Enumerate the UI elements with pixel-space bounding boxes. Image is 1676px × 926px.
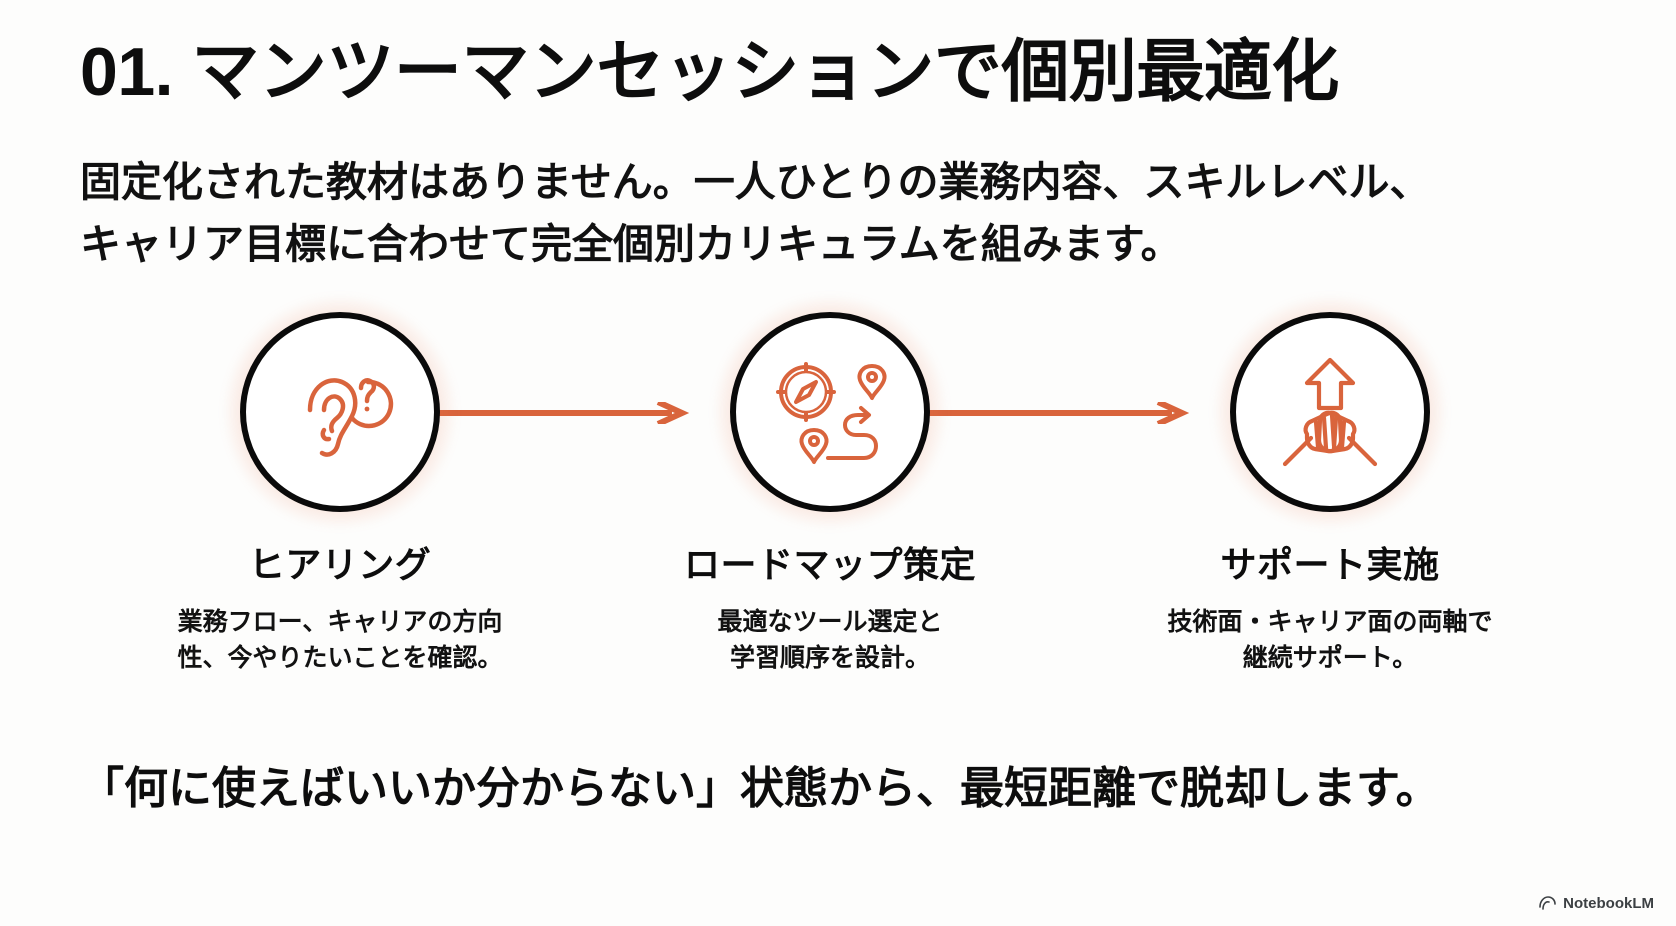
step-2-title: ロードマップ策定 <box>683 544 976 585</box>
compass-route-icon <box>730 312 930 512</box>
step-3-desc-line-1: 技術面・キャリア面の両軸で <box>1167 608 1493 636</box>
process-step-3: サポート実施 技術面・キャリア面の両軸で 継続サポート。 <box>1090 296 1570 677</box>
step-2-desc-line-1: 最適なツール選定と <box>717 608 943 636</box>
step-arrow-2 <box>910 402 1190 424</box>
subtitle-line-2: キャリア目標に合わせて完全個別カリキュラムを組みます。 <box>80 220 1182 267</box>
process-step-2: ロードマップ策定 最適なツール選定と 学習順序を設計。 <box>590 296 1070 677</box>
page-subtitle: 固定化された教材はありません。一人ひとりの業務内容、スキルレベル、 キャリア目標… <box>80 152 1620 275</box>
step-2-description: 最適なツール選定と 学習順序を設計。 <box>590 604 1070 677</box>
notebooklm-label: NotebookLM <box>1563 895 1654 912</box>
ear-question-icon <box>240 312 440 512</box>
subtitle-line-1: 固定化された教材はありません。一人ひとりの業務内容、スキルレベル、 <box>80 159 1431 205</box>
notebooklm-watermark: NotebookLM <box>1539 895 1654 912</box>
step-1-description: 業務フロー、キャリアの方向 性、今やりたいことを確認。 <box>100 604 580 677</box>
notebooklm-logo-icon <box>1539 896 1556 911</box>
page-title: 01. マンツーマンセッションで個別最適化 <box>80 34 1339 110</box>
step-3-title: サポート実施 <box>1220 544 1440 585</box>
clasped-hands-arrow-icon <box>1230 312 1430 512</box>
closing-statement: 「何に使えばいいか分からない」状態から、最短距離で脱却します。 <box>80 764 1440 813</box>
step-3-description: 技術面・キャリア面の両軸で 継続サポート。 <box>1090 604 1570 677</box>
process-steps: ヒアリング 業務フロー、キャリアの方向 性、今やりたいことを確認。 <box>80 296 1600 702</box>
step-1-desc-line-2: 性、今やりたいことを確認。 <box>177 644 503 673</box>
process-step-1: ヒアリング 業務フロー、キャリアの方向 性、今やりたいことを確認。 <box>100 296 580 677</box>
step-2-icon-circle <box>714 296 946 528</box>
step-2-desc-line-2: 学習順序を設計。 <box>729 644 930 673</box>
step-3-icon-circle <box>1214 296 1446 528</box>
step-1-icon-circle <box>224 296 456 528</box>
step-1-title: ヒアリング <box>248 544 432 585</box>
step-arrow-1 <box>410 402 690 424</box>
step-3-desc-line-2: 継続サポート。 <box>1242 644 1418 673</box>
step-1-desc-line-1: 業務フロー、キャリアの方向 <box>177 608 503 636</box>
